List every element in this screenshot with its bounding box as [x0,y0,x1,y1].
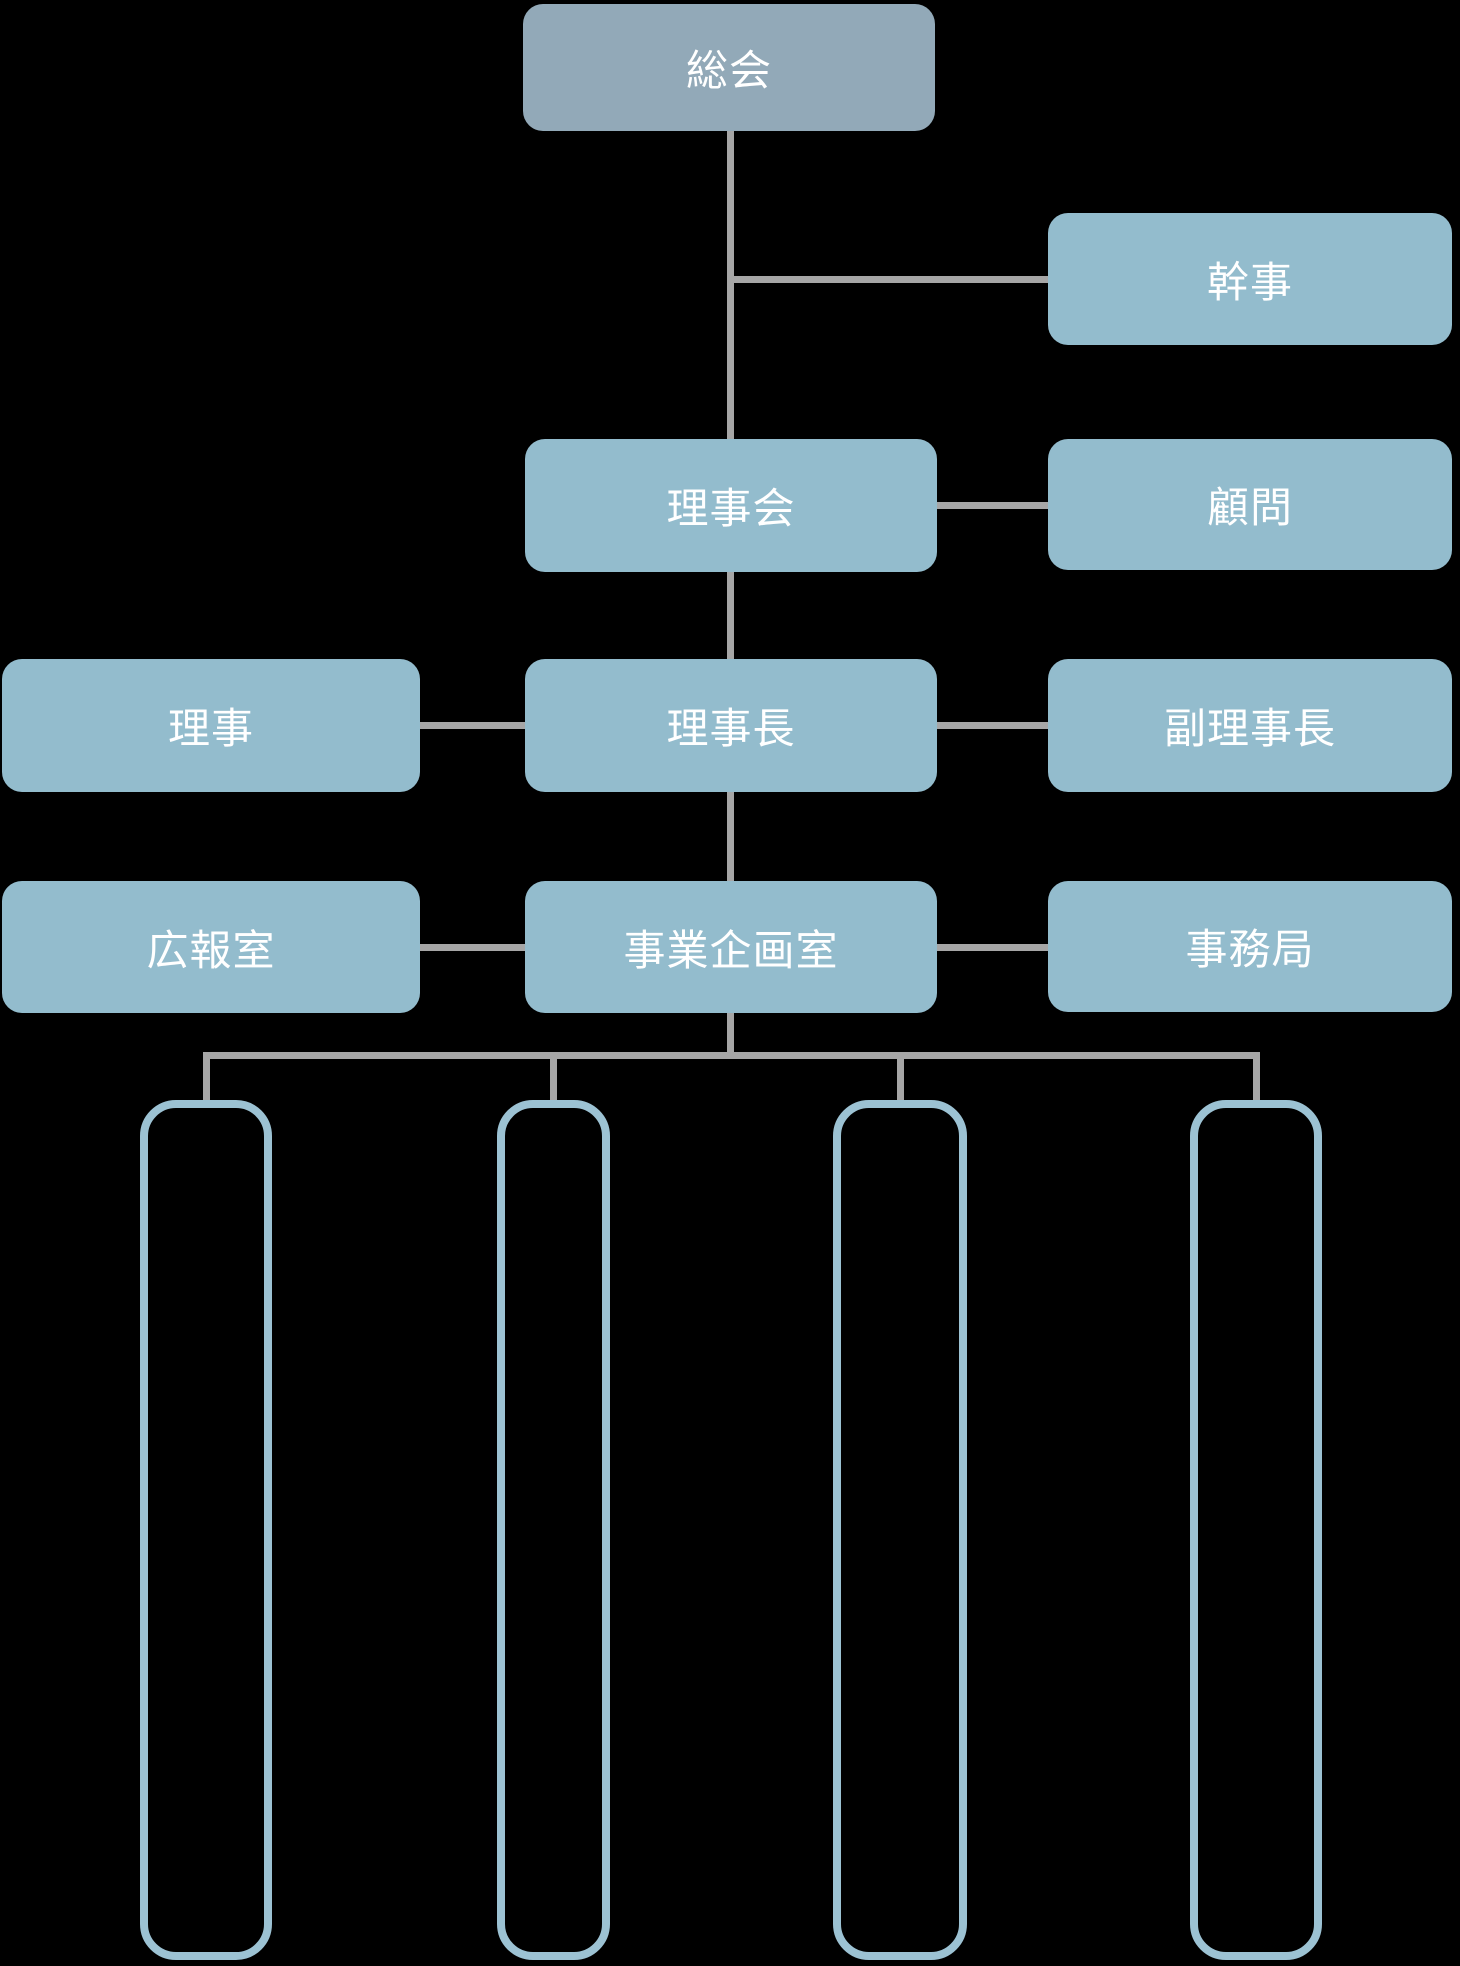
node-pr-office-label: 広報室 [146,926,276,974]
connector-board-advisor [937,502,1048,509]
node-business-planning-office-label: 事業企画室 [623,926,839,974]
node-director-label: 理事 [167,705,254,752]
connector-rail [203,1052,1260,1059]
node-business-planning-office: 事業企画室 [525,881,937,1013]
node-advisor: 顧問 [1048,439,1452,570]
department-placeholder-box-4 [1190,1100,1322,1960]
node-pr-office: 広報室 [2,881,420,1013]
department-placeholder-box-2 [497,1100,610,1960]
node-secretary: 幹事 [1048,213,1452,345]
connector-pr-office-business-planning [420,944,525,951]
node-general-meeting: 総会 [523,4,935,131]
node-vice-chairman-label: 副理事長 [1163,705,1336,752]
node-advisor-label: 顧問 [1206,484,1293,531]
connector-director-chairman [420,722,525,729]
connector-drop-1 [203,1052,210,1102]
connector-chairman-business-planning [727,792,734,881]
connector-branch-secretary [727,276,1048,283]
node-chairman-label: 理事長 [666,705,796,752]
node-board-of-directors-label: 理事会 [666,485,796,532]
node-chairman: 理事長 [525,659,937,792]
node-secretariat-label: 事務局 [1185,926,1315,973]
department-placeholder-box-1 [140,1100,272,1960]
node-secretary-label: 幹事 [1206,258,1293,306]
connector-drop-3 [897,1052,904,1102]
department-placeholder-box-3 [833,1100,967,1960]
node-director: 理事 [2,659,420,792]
connector-drop-4 [1253,1052,1260,1102]
node-general-meeting-label: 総会 [685,47,772,94]
node-vice-chairman: 副理事長 [1048,659,1452,792]
node-board-of-directors: 理事会 [525,439,937,572]
connector-general-meeting-board [727,131,734,439]
connector-chairman-vice-chairman [937,722,1048,729]
connector-business-planning-rail [727,1013,734,1059]
connector-drop-2 [550,1052,557,1102]
connector-business-planning-secretariat [937,944,1048,951]
connector-board-chairman [727,572,734,659]
node-secretariat: 事務局 [1048,881,1452,1012]
